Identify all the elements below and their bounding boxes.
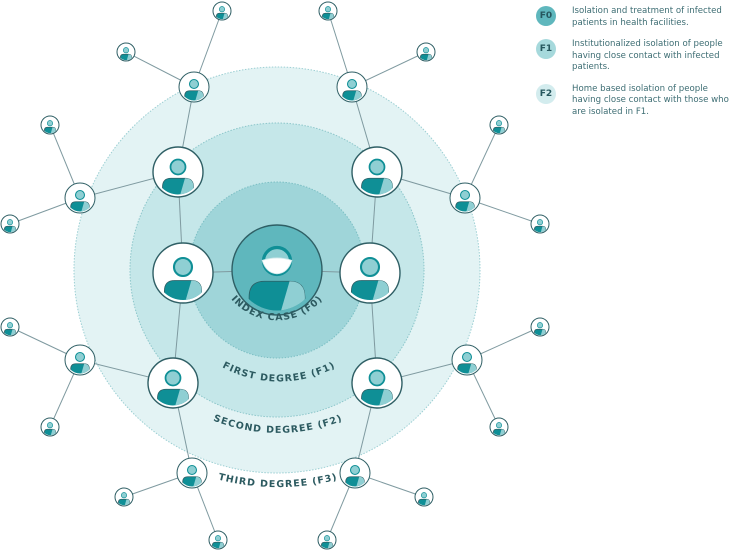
second-degree-contact [351,146,403,198]
legend: F0 Isolation and treatment of infected p… [536,6,730,128]
legend-item-f0: F0 Isolation and treatment of infected p… [536,6,730,29]
fourth-level-contact [114,487,134,507]
fourth-level-contact [0,214,20,234]
third-degree-contact [336,71,368,103]
badge-f0: F0 [536,6,556,26]
fourth-level-contact [212,1,232,21]
third-degree-contact [451,344,483,376]
fourth-level-contact [40,115,60,135]
fourth-level-contact [414,487,434,507]
fourth-level-contact [489,417,509,437]
fourth-level-contact [116,42,136,62]
fourth-level-contact [416,42,436,62]
legend-text: Isolation and treatment of infected pati… [572,6,722,28]
fourth-level-contact [318,1,338,21]
first-degree-contact [339,242,401,304]
fourth-level-contact [317,530,337,550]
fourth-level-contact [530,317,550,337]
second-degree-contact [152,146,204,198]
third-degree-contact [176,457,208,489]
legend-item-f1: F1 Institutionalized isolation of people… [536,39,730,74]
third-degree-contact [64,182,96,214]
legend-text: Institutionalized isolation of people ha… [572,39,723,72]
fourth-level-contact [0,317,20,337]
legend-item-f2: F2 Home based isolation of people having… [536,83,730,119]
legend-text: Home based isolation of people having cl… [572,83,729,117]
third-degree-label: THIRD DEGREE (F3) [217,472,338,490]
third-degree-contact [449,182,481,214]
third-degree-contact [64,344,96,376]
index-case-node [231,224,323,316]
third-degree-contact [339,457,371,489]
second-degree-contact [147,357,199,409]
fourth-level-contact [208,530,228,550]
fourth-level-contact [489,115,509,135]
fourth-level-contact [530,214,550,234]
badge-f2: F2 [536,83,556,104]
third-degree-contact [178,71,210,103]
second-degree-contact [351,357,403,409]
fourth-level-contact [40,417,60,437]
badge-f1: F1 [536,39,556,59]
first-degree-contact [152,242,214,304]
